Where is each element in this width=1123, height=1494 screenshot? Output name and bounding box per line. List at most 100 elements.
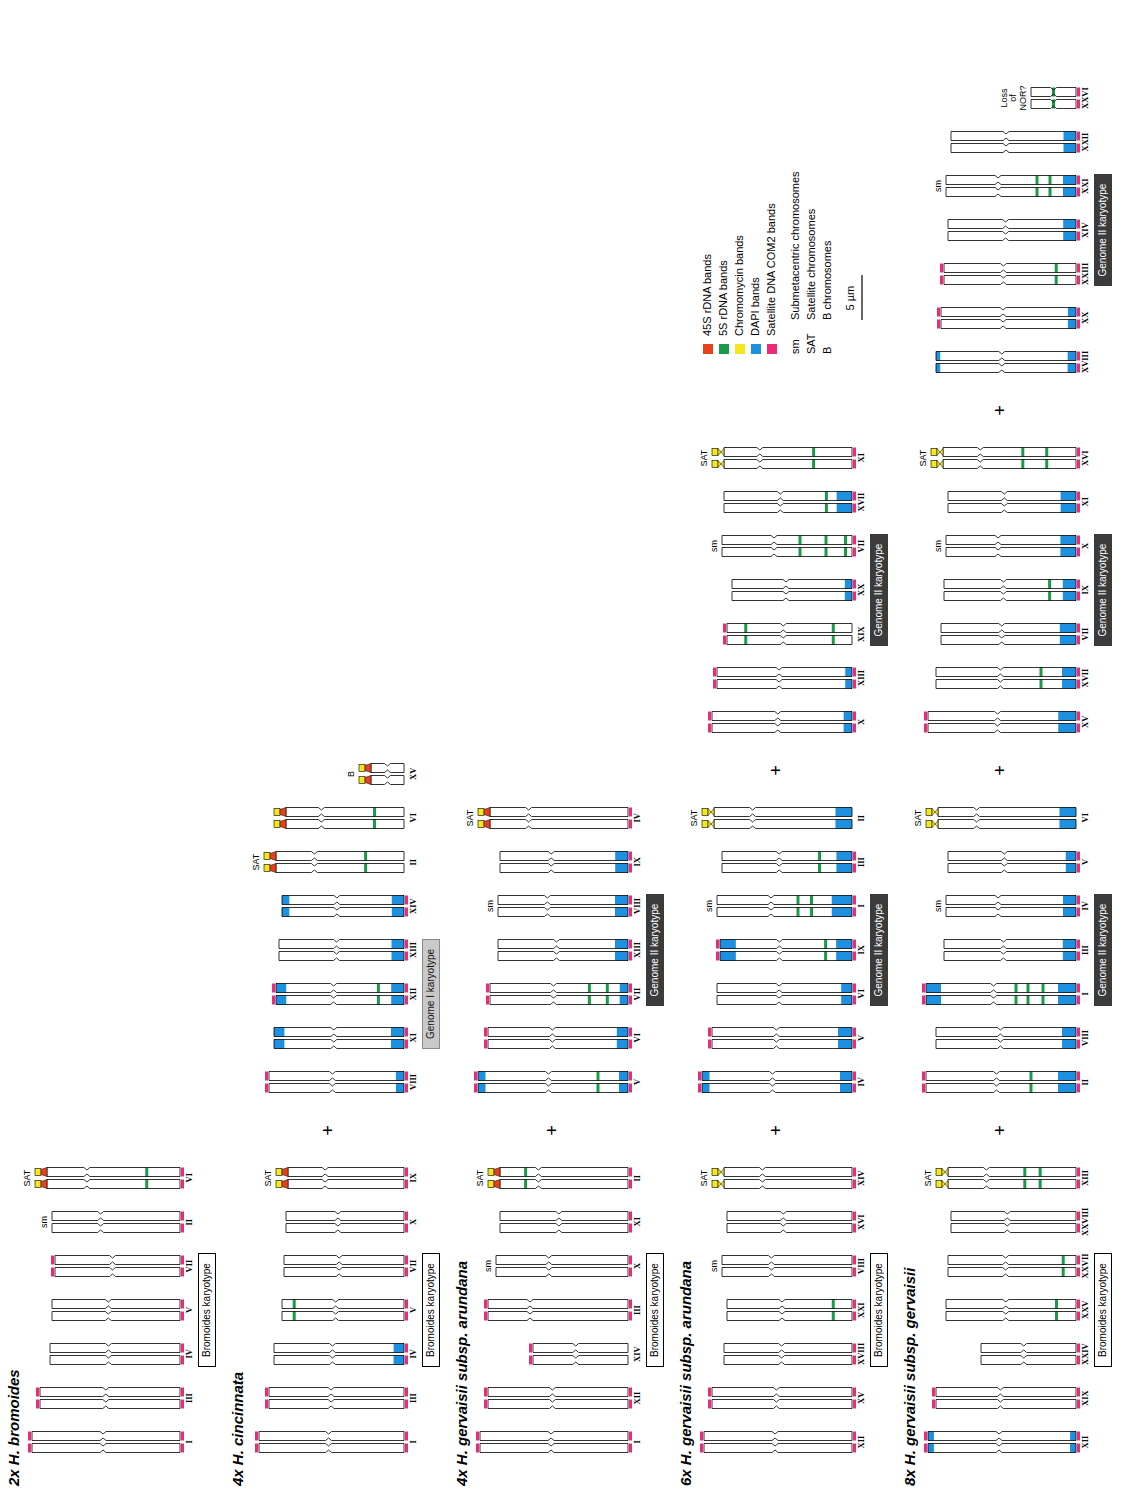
chromatid (946, 1312, 1080, 1321)
dapi-band (615, 940, 628, 949)
chromatid-body (269, 1400, 404, 1409)
chromosome-number: VI (1081, 813, 1091, 822)
chromatid-body (936, 1400, 1076, 1409)
chromatid (478, 820, 632, 829)
chromatid-outline (490, 808, 628, 817)
chromatid-body (286, 1224, 404, 1233)
com2-band (486, 984, 489, 993)
com2-band (484, 1040, 487, 1049)
dapi-band (1066, 852, 1076, 861)
chromatid-outline (928, 724, 1076, 733)
chromatid-outline (926, 1072, 1076, 1081)
chromosome-number: VI (185, 1173, 195, 1182)
chromatid (359, 764, 404, 773)
dapi-band (394, 1344, 404, 1353)
com2-band (1077, 352, 1080, 361)
com2-band (1077, 460, 1080, 469)
chromatid-outline (727, 1224, 852, 1233)
karyotype-box: Genome II karyotype (870, 894, 888, 1007)
karyotype-box: Bromoides karyotype (646, 1253, 664, 1367)
com2-band (723, 624, 726, 633)
rdna-5s-band (1045, 460, 1048, 469)
chromatid-body (279, 940, 404, 949)
chromatid-body (47, 1180, 180, 1189)
chromatid-outline (490, 984, 628, 993)
chromatid-body (712, 724, 852, 733)
karyotype-label: Bromoides karyotype (201, 1263, 213, 1357)
chromatid (924, 724, 1080, 733)
dapi-band (1064, 144, 1077, 153)
chromatid (276, 1168, 408, 1177)
chromosome-number: XI (409, 1033, 419, 1042)
chromatid (264, 852, 404, 861)
com2-band (713, 668, 716, 677)
com2-band (853, 1168, 856, 1177)
rdna-5s-band (818, 864, 821, 873)
chromatid-outline (946, 176, 1076, 185)
chromatid (484, 1388, 632, 1397)
com2-band (853, 1356, 856, 1365)
dapi-band (478, 1084, 486, 1093)
com2-band (1077, 548, 1080, 557)
dapi-band (841, 984, 852, 993)
chromatid (941, 624, 1080, 633)
dapi-band (836, 852, 852, 861)
chromosome-type-marker: SAT (918, 450, 928, 467)
chromatid-body (47, 1168, 180, 1177)
chromatid-body (948, 1256, 1076, 1265)
chromatid-body (490, 996, 628, 1005)
chromatid-body (928, 712, 1076, 721)
dapi-band (615, 896, 628, 905)
chromosome-number: V (857, 1035, 867, 1041)
species-title: 4x H. gervaisii subsp. arundana (453, 1261, 470, 1486)
chromatid-body (946, 1300, 1076, 1309)
com2-band (181, 1212, 184, 1221)
chromatid-outline (274, 1028, 404, 1037)
chromatid-outline (724, 448, 852, 457)
chromatid-body (951, 132, 1076, 141)
dapi-band (391, 984, 404, 993)
dapi-band (837, 492, 852, 501)
chromosome-type-marker: sm (933, 540, 943, 552)
chromatid-outline (724, 460, 852, 469)
chromatid-body (948, 1268, 1076, 1277)
com2-band (405, 1344, 408, 1353)
chromatid (936, 1028, 1080, 1037)
com2-band (181, 1256, 184, 1265)
dapi-band (844, 724, 852, 733)
chromatid-body (500, 852, 628, 861)
dapi-band (391, 996, 404, 1005)
com2-band (405, 896, 408, 905)
chromatid (498, 940, 632, 949)
chromatid (946, 536, 1080, 545)
nor-chromomycin (937, 449, 940, 456)
chromosome-number: XXVII (1081, 1253, 1091, 1278)
chromatid (52, 1312, 184, 1321)
chromatid-outline (724, 1344, 852, 1353)
com2-band (940, 264, 943, 273)
chromatid-body (732, 580, 852, 589)
chromosome-number: V (1081, 859, 1091, 865)
chromatid-body (500, 864, 628, 873)
rdna-5s-band (1015, 996, 1018, 1005)
legend-swatch (719, 344, 729, 354)
com2-band (629, 996, 632, 1005)
chromatid-outline (259, 1432, 404, 1441)
legend-swatch (767, 344, 777, 354)
chromatid-outline (724, 1356, 852, 1365)
chromosome-type-marker: SAT (465, 810, 475, 827)
com2-band (708, 1400, 711, 1409)
chromatid-outline (926, 996, 1076, 1005)
chromatid-body (944, 940, 1076, 949)
satellite (359, 777, 365, 784)
dapi-band (1062, 680, 1076, 689)
rdna-5s-band (1036, 176, 1039, 185)
chromatid-outline (274, 1356, 404, 1365)
com2-band (181, 1268, 184, 1277)
nor-chromomycin (932, 821, 935, 828)
rdna-5s-band (293, 1312, 296, 1321)
com2-band (1077, 504, 1080, 513)
plus-sign: + (318, 1125, 339, 1136)
chromatid-outline (720, 940, 852, 949)
com2-band (1077, 100, 1080, 109)
